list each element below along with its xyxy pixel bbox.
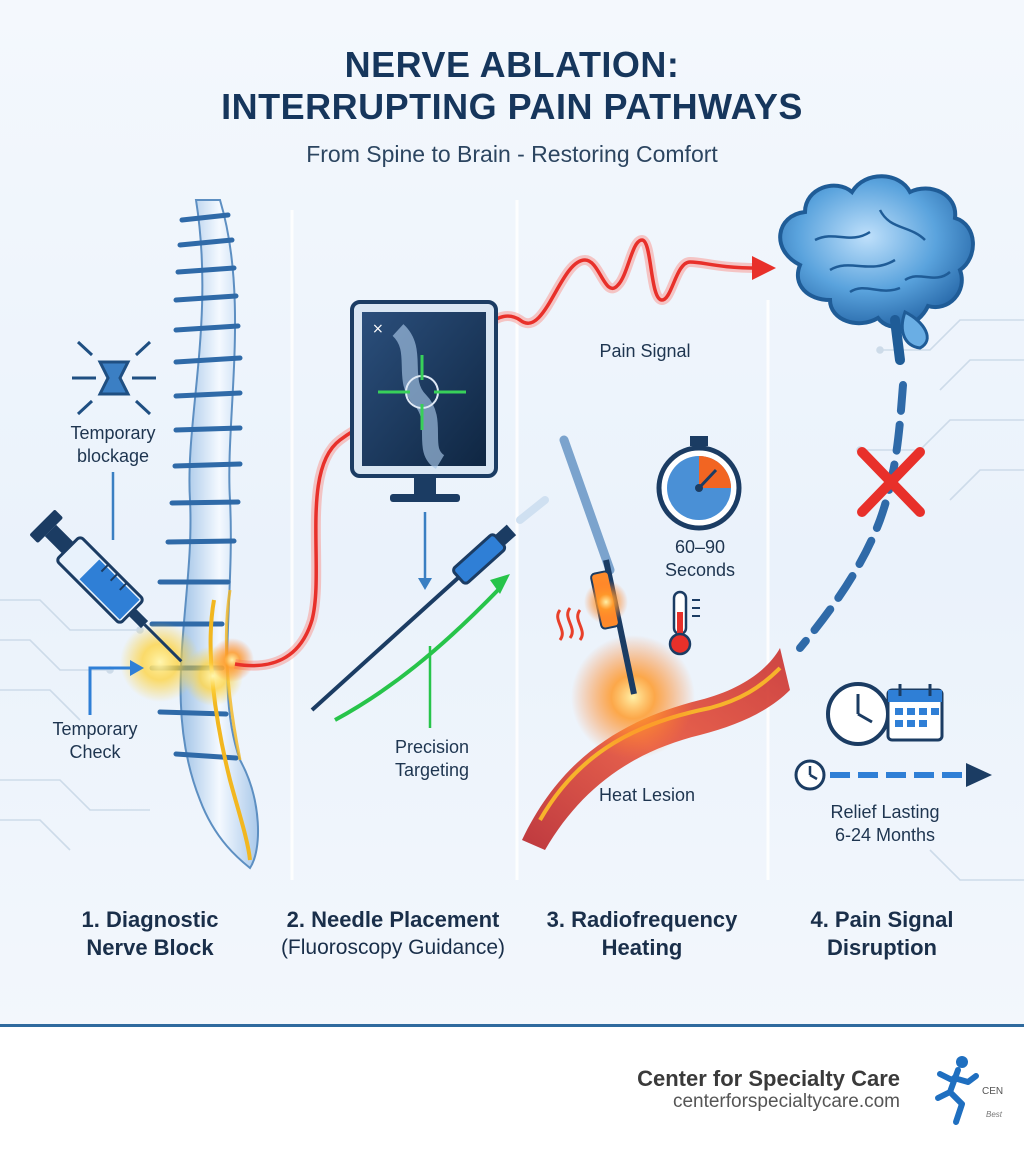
clock-icon [826, 682, 890, 746]
nerve-block-icon [72, 340, 156, 416]
step-4-subtitle: Disruption [827, 935, 937, 960]
svg-text:×: × [372, 321, 384, 337]
brain-icon [778, 174, 975, 365]
stopwatch-icon [656, 436, 742, 531]
label-temporary-check-line2: Check [69, 742, 121, 762]
runner-logo-icon [935, 1056, 979, 1125]
step-3-subtitle: Heating [601, 935, 683, 960]
step-2-title: 2. Needle Placement [286, 907, 500, 932]
label-precision-targeting-line1: Precision [394, 737, 470, 757]
label-temporary-blockage-line2: blockage [76, 446, 150, 466]
label-pain-signal: Pain Signal [599, 341, 691, 361]
label-temporary-check-line1: Temporary [52, 719, 138, 739]
step-2-subtitle: (Fluoroscopy Guidance) [280, 936, 506, 959]
label-relief: Relief Lasting 6-24 Months [800, 801, 970, 847]
circuit-traces [0, 319, 1024, 881]
step-2-caption: 2. Needle Placement (Fluoroscopy Guidanc… [268, 906, 518, 962]
step-1-subtitle: Nerve Block [86, 935, 214, 960]
step-4-title: 4. Pain Signal [810, 907, 954, 932]
label-duration-line1: 60–90 [674, 537, 726, 557]
signal-arrow-head [752, 256, 776, 280]
column-dividers [290, 200, 770, 880]
label-temporary-blockage: Temporary blockage [48, 422, 178, 468]
thermometer-icon [668, 590, 700, 656]
needle-icon [310, 496, 549, 712]
label-heat-lesion: Heat Lesion [598, 785, 696, 805]
timeline-arrow-icon [794, 759, 992, 791]
label-precision-targeting: Precision Targeting [362, 736, 502, 782]
page-title-line2: INTERRUPTING PAIN PATHWAYS [221, 86, 803, 127]
step-1-title: 1. Diagnostic [81, 907, 219, 932]
label-duration-line2: Seconds [664, 560, 736, 580]
precision-guide-line [334, 586, 502, 722]
step-1-caption: 1. Diagnostic Nerve Block [30, 906, 270, 962]
placement-pointer-head [418, 578, 432, 590]
probe-icon [559, 435, 637, 695]
logo-tagline-fragment: Best [986, 1110, 1003, 1119]
label-relief-line1: Relief Lasting [830, 802, 940, 822]
logo-text-fragment: CEN [982, 1086, 1004, 1097]
check-arrow-head [130, 660, 144, 676]
footer [0, 1024, 1024, 1154]
tissue-illustration [522, 635, 790, 850]
check-arrow-icon [88, 666, 132, 715]
label-precision-targeting-line2: Targeting [394, 760, 470, 780]
disrupted-pathway [796, 381, 907, 652]
step-4-caption: 4. Pain Signal Disruption [772, 906, 992, 962]
label-duration: 60–90 Seconds [640, 536, 760, 582]
label-relief-line2: 6-24 Months [834, 825, 936, 845]
footer-website[interactable]: centerforspecialtycare.com [672, 1091, 900, 1112]
label-temporary-check: Temporary Check [30, 718, 160, 764]
page-title-line1: NERVE ABLATION: [344, 44, 680, 85]
xray-monitor-icon: × [350, 300, 498, 502]
step-3-caption: 3. Radiofrequency Heating [522, 906, 762, 962]
precision-guide-head [490, 574, 510, 594]
spine-icon [120, 199, 259, 870]
background [0, 0, 1024, 1030]
label-temporary-blockage-line1: Temporary [70, 423, 156, 443]
step-3-title: 3. Radiofrequency [546, 907, 738, 932]
pain-signal-line [234, 238, 761, 668]
footer-organization: Center for Specialty Care [637, 1066, 900, 1091]
x-mark-icon [857, 447, 925, 517]
syringe-icon [30, 510, 183, 663]
illustration-layer: × [0, 174, 1024, 881]
calendar-icon [886, 684, 944, 742]
heat-waves-icon [556, 607, 584, 641]
page-subtitle: From Spine to Brain - Restoring Comfort [306, 141, 718, 167]
